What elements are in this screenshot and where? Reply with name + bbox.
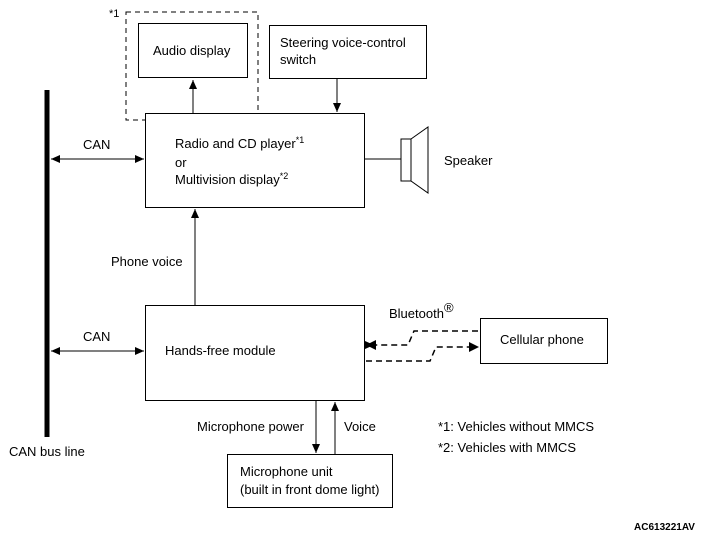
head-unit-label-2: or <box>175 155 187 170</box>
head-unit-label-1: Radio and CD player*1 <box>175 135 305 151</box>
hands-free-module-block: Hands-free module <box>145 305 365 401</box>
voice-label: Voice <box>344 419 376 434</box>
speaker-label: Speaker <box>444 153 493 168</box>
head-unit-block: Radio and CD player*1 or Multivision dis… <box>145 113 365 208</box>
microphone-power-label: Microphone power <box>197 419 304 434</box>
speaker-icon <box>400 126 429 194</box>
footnote-2: *2: Vehicles with MMCS <box>438 440 576 455</box>
microphone-unit-label-1: Microphone unit <box>240 464 333 479</box>
microphone-unit-label-2: (built in front dome light) <box>240 482 380 497</box>
can-label-top: CAN <box>83 137 111 152</box>
bluetooth-link <box>366 330 478 362</box>
steering-switch-block: Steering voice-control switch <box>269 25 427 79</box>
star1-marker: *1 <box>109 8 120 20</box>
hands-free-label: Hands-free module <box>165 343 276 358</box>
cellular-phone-label: Cellular phone <box>500 332 584 347</box>
microphone-unit-block: Microphone unit (built in front dome lig… <box>227 454 393 508</box>
can-bus-line-label: CAN bus line <box>9 444 85 459</box>
bluetooth-arrow-left <box>366 340 376 350</box>
footnote-1: *1: Vehicles without MMCS <box>438 419 595 434</box>
bluetooth-label: Bluetooth® <box>389 300 454 321</box>
head-unit-label-3: Multivision display*2 <box>175 171 289 187</box>
can-label-bottom: CAN <box>83 329 111 344</box>
phone-voice-label: Phone voice <box>111 254 183 269</box>
cellular-phone-block: Cellular phone <box>480 318 608 364</box>
steering-switch-label-2: switch <box>280 52 317 67</box>
audio-display-block: Audio display <box>138 23 248 78</box>
audio-display-label: Audio display <box>153 43 231 58</box>
bluetooth-arrow-right <box>469 342 479 352</box>
figure-code: AC613221AV <box>634 522 695 533</box>
steering-switch-label-1: Steering voice-control <box>280 35 406 50</box>
